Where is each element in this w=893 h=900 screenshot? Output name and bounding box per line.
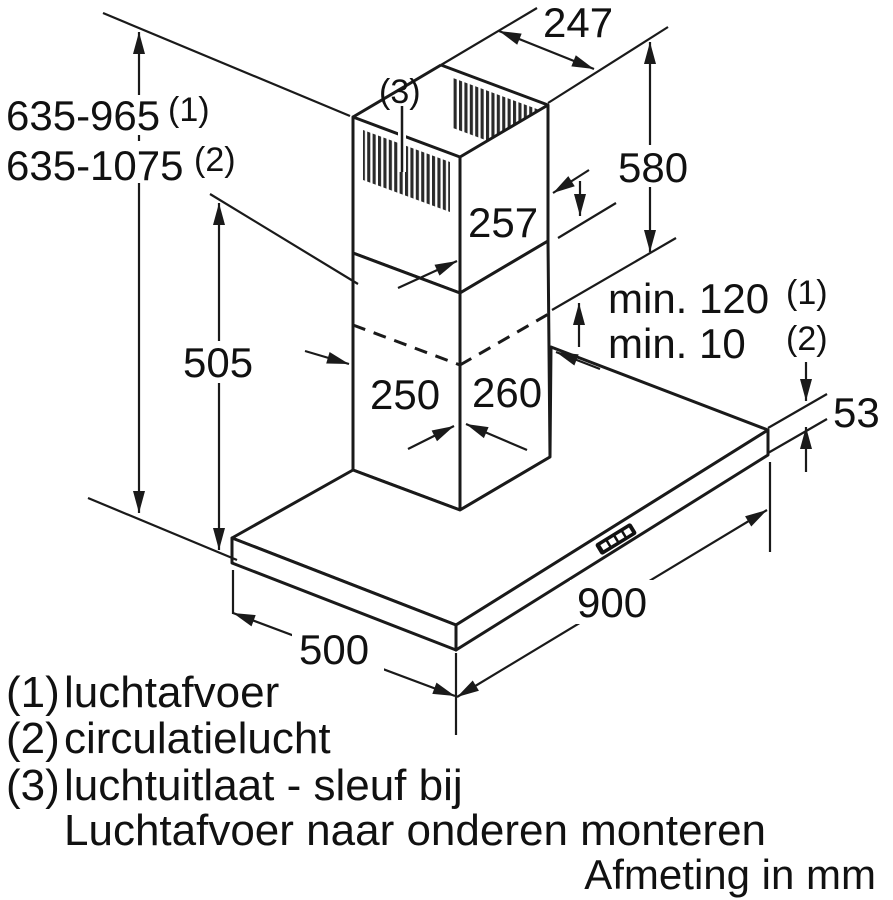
dimension-min-clearance: min. 120 (1) min. 10 (2) <box>555 274 828 371</box>
dimension-duct-footprint: 250 260 <box>304 349 542 452</box>
dim-label-height-range-1: 635-965 <box>6 92 160 139</box>
legend-item1-ref: (1) <box>6 668 60 717</box>
vent-grille-left <box>363 130 450 212</box>
dimension-lower-duct-height: 505 <box>176 193 359 550</box>
legend-item2-ref: (2) <box>6 714 60 763</box>
dim-label-height-range-2: 635-1075 <box>6 142 184 189</box>
dim-label-257: 257 <box>468 199 538 246</box>
legend-item1-text: luchtafvoer <box>64 668 279 717</box>
dim-label-260: 260 <box>472 369 542 416</box>
dim-label-580: 580 <box>618 144 688 191</box>
dim-label-min-120: min. 120 <box>608 275 769 322</box>
dimension-overall-height: 635-965 (1) 635-1075 (2) <box>2 11 351 562</box>
dimension-top-depth: 247 <box>440 0 669 104</box>
telescope-line-right <box>459 310 553 367</box>
dim-label-500: 500 <box>299 626 369 673</box>
legend: (1) luchtafvoer (2) circulatielucht (3) … <box>6 668 876 898</box>
legend-item3-text: luchtuitlaat - sleuf bij <box>64 761 463 810</box>
dim-label-900: 900 <box>577 579 647 626</box>
dim-label-250: 250 <box>370 371 440 418</box>
dim-ref-min-10: (2) <box>786 320 828 358</box>
legend-item3-ref: (3) <box>6 761 60 810</box>
dimension-canopy-width: 900 <box>454 462 772 735</box>
dim-ref-height-range-2: (2) <box>194 141 236 179</box>
dimension-canopy-thickness: 53 <box>767 362 880 472</box>
legend-item3-continuation: Luchtafvoer naar onderen monteren <box>64 806 766 855</box>
dim-label-min-10: min. 10 <box>608 320 746 367</box>
callout-label-3: (3) <box>379 73 421 111</box>
dim-label-53: 53 <box>833 389 880 436</box>
dim-label-247: 247 <box>543 0 613 46</box>
callout-vent-slot: (3) <box>379 73 421 172</box>
dim-label-505: 505 <box>183 339 253 386</box>
dimension-canopy-depth: 500 <box>231 570 456 698</box>
dimension-upper-duct-depth: 257 <box>397 169 617 290</box>
dim-ref-height-range-1: (1) <box>168 91 210 129</box>
telescope-line-left <box>352 323 461 367</box>
dim-ref-min-120: (1) <box>786 274 828 312</box>
chimney-upper-duct <box>351 63 550 295</box>
legend-item2-text: circulatielucht <box>64 714 331 763</box>
dimension-upper-duct-height: 580 <box>551 42 696 311</box>
units-note: Afmeting in mm <box>584 851 876 898</box>
